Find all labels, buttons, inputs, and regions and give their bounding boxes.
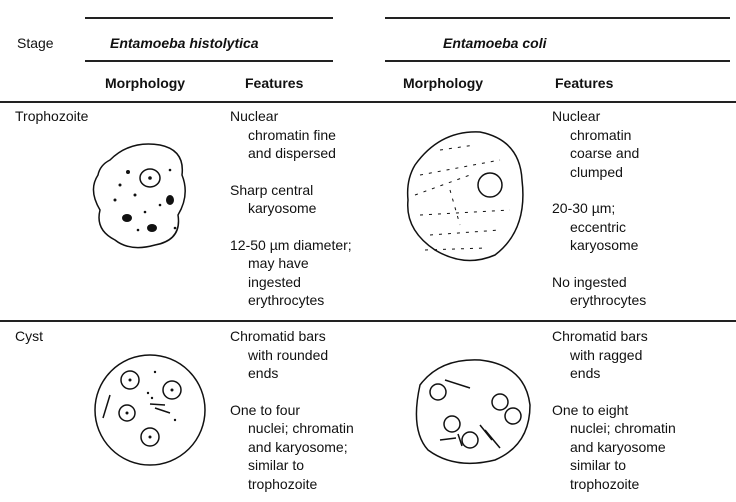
- feature-line: 20-30 µm;: [552, 200, 616, 216]
- feature-line: clumped: [570, 163, 623, 180]
- coli-trophozoite-drawing: [406, 131, 524, 262]
- feature-line: 12-50 µm diameter;: [230, 236, 352, 253]
- histolytica-trophozoite-drawing: [92, 143, 186, 249]
- feature-line: may have: [248, 255, 309, 271]
- rule: [385, 60, 730, 62]
- rule: [0, 320, 736, 322]
- feature-line: One to four: [230, 401, 301, 418]
- stage-cyst: Cyst: [15, 328, 43, 344]
- feature-line: Chromatid bars: [230, 328, 326, 344]
- feature-line: trophozoite: [248, 475, 318, 492]
- rule: [385, 17, 730, 19]
- feature-line: and dispersed: [248, 145, 336, 161]
- feature-line: Sharp central: [230, 181, 314, 198]
- species-histolytica-header: Entamoeba histolytica: [110, 35, 259, 51]
- rule: [0, 101, 736, 103]
- feature-line: erythrocytes: [570, 292, 647, 308]
- feature-line: chromatin: [570, 126, 632, 143]
- feature-line: trophozoite: [570, 475, 640, 492]
- feature-line: ingested: [248, 273, 301, 290]
- stage-trophozoite: Trophozoite: [15, 108, 89, 124]
- feature-line: similar to: [248, 457, 305, 473]
- morphology-header: Morphology: [403, 75, 484, 91]
- feature-line: Nuclear: [552, 108, 601, 124]
- feature-line: No ingested: [552, 273, 627, 290]
- feature-line: coarse and: [570, 145, 640, 161]
- feature-line: ends: [248, 365, 279, 381]
- species-coli-header: Entamoeba coli: [443, 35, 547, 51]
- feature-line: karyosome: [248, 200, 317, 216]
- feature-line: chromatin fine: [248, 126, 336, 143]
- feature-line: Nuclear: [230, 108, 279, 124]
- morphology-header: Morphology: [105, 75, 186, 91]
- feature-line: nuclei; chromatin: [570, 420, 676, 436]
- feature-line: karyosome: [570, 237, 639, 253]
- feature-line: and karyosome: [570, 438, 666, 455]
- features-header: Features: [555, 75, 614, 91]
- feature-line: nuclei; chromatin: [248, 420, 354, 436]
- rule: [85, 17, 333, 19]
- feature-line: eccentric: [570, 218, 627, 235]
- stage-header: Stage: [17, 35, 54, 51]
- feature-line: erythrocytes: [248, 292, 325, 308]
- features-header: Features: [245, 75, 304, 91]
- feature-line: with ragged: [570, 346, 643, 363]
- features-coli-trophozoite: Nuclear chromatin coarse and clumped 20-30 µ…: [552, 107, 646, 310]
- feature-line: Chromatid bars: [552, 328, 648, 344]
- rule: [85, 60, 333, 62]
- feature-line: ends: [570, 365, 601, 381]
- histolytica-cyst-drawing: [94, 354, 206, 466]
- feature-line: and karyosome;: [248, 438, 348, 455]
- feature-line: similar to: [570, 457, 627, 473]
- feature-line: One to eight: [552, 401, 629, 418]
- coli-cyst-drawing: [415, 359, 531, 465]
- feature-line: with rounded: [248, 346, 329, 363]
